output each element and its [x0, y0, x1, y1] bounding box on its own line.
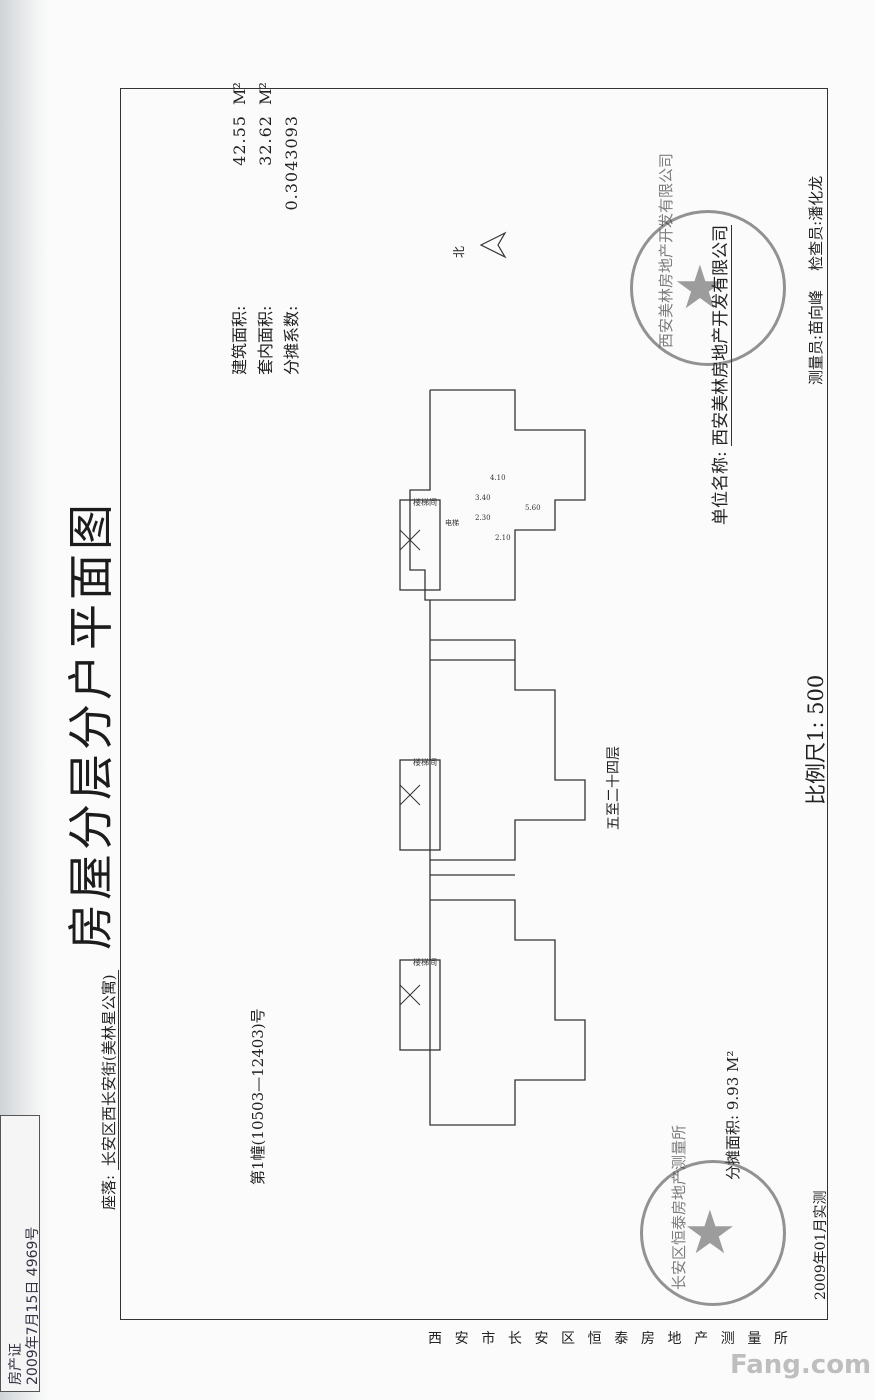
- seal-star-icon: ★: [683, 1198, 737, 1268]
- org-char: 恒: [587, 1331, 602, 1347]
- location-line: 座落: 长安区西长安街(美林星公寓): [98, 970, 119, 1210]
- plan-dimension: 4.10: [490, 474, 506, 482]
- org-char: 长: [507, 1331, 522, 1347]
- document-frame: [120, 88, 828, 1320]
- location-label: 座落:: [100, 1174, 118, 1210]
- share-coefficient-value: 0.3043093: [282, 115, 301, 211]
- building-area-unit: M²: [230, 82, 249, 105]
- shared-area-value: 9.93: [724, 1076, 742, 1111]
- floor-plan: 楼梯间 楼梯间 楼梯间 电梯 3.40 2.30 2.10 4.10 5.60: [399, 389, 586, 1126]
- org-char: 产: [694, 1331, 709, 1347]
- inner-area-value: 32.62: [256, 115, 275, 166]
- plan-stair-label: 楼梯间: [413, 757, 437, 767]
- plan-stair-label: 楼梯间: [413, 497, 437, 507]
- shared-area-unit: M²: [724, 1050, 742, 1072]
- company-seal: [630, 210, 786, 366]
- org-char: 量: [747, 1331, 762, 1347]
- survey-seal: [640, 1160, 786, 1306]
- org-char: 泰: [614, 1331, 629, 1347]
- building-number: 第1幢(10503—12403)号: [249, 1008, 267, 1185]
- survey-seal-text: 长安区恒泰房地产测量所: [670, 1124, 688, 1290]
- inner-area-label: 套内面积:: [256, 305, 275, 375]
- inner-area-row: 套内面积: 32.62 M²: [252, 82, 276, 375]
- org-char: 安: [454, 1331, 469, 1347]
- north-arrow-icon: [479, 231, 507, 259]
- plan-dimension: 2.30: [475, 514, 491, 522]
- org-char: 地: [667, 1331, 682, 1347]
- unit-name-label: 单位名称:: [711, 451, 731, 525]
- seal-star-icon: ★: [673, 253, 727, 323]
- org-char: 房: [640, 1331, 655, 1347]
- org-char: 西: [428, 1331, 442, 1347]
- plan-dimension: 3.40: [475, 494, 491, 502]
- company-seal-text: 西安美林房地产开发有限公司: [657, 152, 675, 348]
- share-coefficient-row: 分摊系数: 0.3043093: [278, 105, 302, 375]
- share-coefficient-label: 分摊系数:: [282, 305, 301, 375]
- building-area-row: 建筑面积: 42.55 M²: [226, 82, 250, 375]
- handwritten-note-box: [0, 1115, 40, 1392]
- plan-elevator-label: 电梯: [445, 518, 459, 527]
- location-value: 长安区西长安街(美林星公寓): [100, 970, 119, 1171]
- plan-dimension: 5.60: [525, 504, 541, 512]
- survey-date: 2009年01月实测: [813, 1190, 829, 1300]
- handwritten-note-line2: 2009年7月15日 4969号: [25, 1226, 41, 1385]
- survey-org-name: 西 安 市 长 安 区 恒 泰 房 地 产 测 量 所: [428, 1328, 788, 1348]
- org-char: 区: [561, 1331, 576, 1347]
- document-title: 房屋分层分户平面图: [64, 500, 118, 950]
- building-area-label: 建筑面积:: [230, 305, 249, 375]
- inner-area-unit: M²: [256, 82, 275, 105]
- building-area-value: 42.55: [230, 115, 249, 166]
- north-label: 北: [452, 245, 466, 258]
- scale-label: 比例尺1: 500: [804, 674, 828, 805]
- surveyor-line: 测量员:苗向峰 检查员:潘化龙: [805, 176, 826, 385]
- surveyor-name: 测量员:苗向峰: [807, 289, 825, 385]
- org-char: 所: [773, 1331, 788, 1347]
- floor-range-label: 五至二十四层: [606, 746, 622, 830]
- org-char: 测: [720, 1331, 735, 1347]
- checker-name: 检查员:潘化龙: [807, 175, 825, 271]
- plan-stair-label: 楼梯间: [413, 957, 437, 967]
- site-watermark: Fang.com: [730, 1350, 872, 1380]
- plan-dimension: 2.10: [495, 534, 511, 542]
- org-char: 市: [481, 1331, 496, 1347]
- org-char: 安: [534, 1331, 549, 1347]
